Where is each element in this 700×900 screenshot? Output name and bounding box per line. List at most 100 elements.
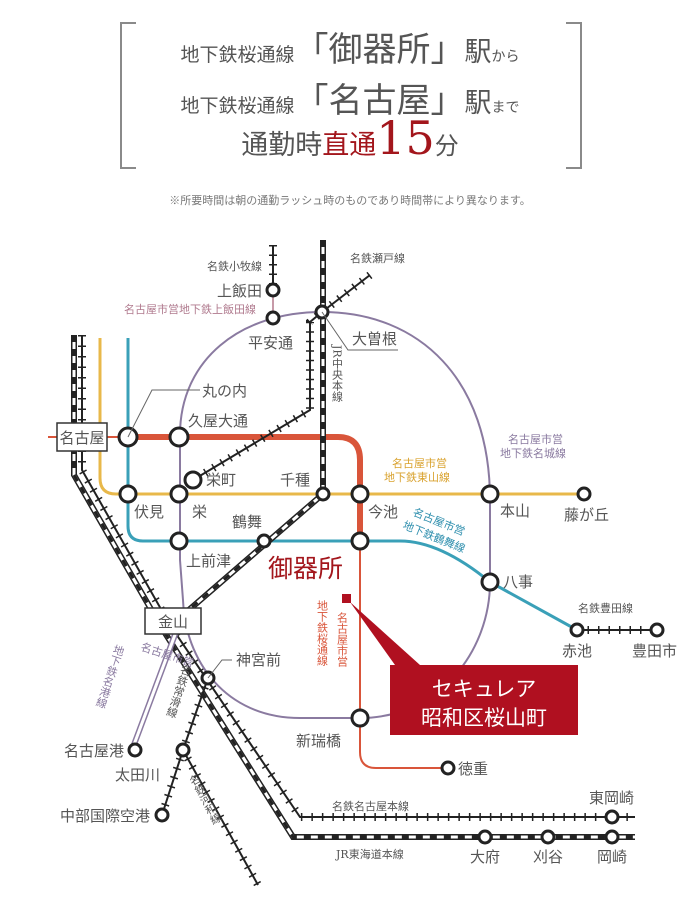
station-label-ozone: 大曽根 xyxy=(352,330,397,348)
station-label-heian-dori: 平安通 xyxy=(248,334,293,352)
station-chubu-airport xyxy=(154,807,170,823)
station-higashi-okazaki xyxy=(604,809,620,825)
station-label-motoyama: 本山 xyxy=(500,502,530,520)
nagoya-station-box xyxy=(56,422,108,452)
line-label-komaki: 名鉄小牧線 xyxy=(207,259,262,273)
line-label-chuo: JR中央本線 xyxy=(331,344,344,402)
line-label-meijo-2: 地下鉄名城線 xyxy=(500,446,566,460)
eki-text: 駅 xyxy=(464,37,492,68)
station-sakaemachi xyxy=(183,470,203,490)
station-label-chikusa: 千種 xyxy=(280,471,310,489)
station-label-imaike: 今池 xyxy=(368,503,398,521)
station-label-fushimi: 伏見 xyxy=(134,503,164,521)
station-otagawa xyxy=(175,742,191,758)
line-label-toyota: 名鉄豊田線 xyxy=(578,601,633,615)
station-motoyama xyxy=(480,484,500,504)
station-kamiiida xyxy=(265,282,281,298)
line-label-meitetsu-main: 名鉄名古屋本線 xyxy=(332,799,409,813)
from-text: から xyxy=(491,49,520,65)
station-label-sakaemachi: 栄町 xyxy=(206,471,236,489)
station-label-kariya: 刈谷 xyxy=(533,848,563,866)
jingumae-leader xyxy=(207,659,232,679)
station-kamimaezu xyxy=(169,531,189,551)
minutes-value: 15 xyxy=(376,111,435,165)
right-bracket xyxy=(566,22,582,169)
station-label-marunouchi: 丸の内 xyxy=(202,382,247,400)
station-label-kamiiida: 上飯田 xyxy=(217,282,262,300)
station-label-akaike: 赤池 xyxy=(562,642,592,660)
station-sakae xyxy=(169,484,189,504)
callout-pointer xyxy=(350,602,420,665)
station-fujigaoka xyxy=(576,486,592,502)
tsurumai-line xyxy=(126,338,578,632)
station-kariya xyxy=(540,829,556,845)
station-yagoto xyxy=(480,572,500,592)
line-label-meiko-2: 地下鉄名港線 xyxy=(93,643,126,710)
left-bracket xyxy=(120,22,136,169)
station-label-toyotashi: 豊田市 xyxy=(632,642,677,660)
sakuradori-line xyxy=(128,434,363,541)
meitetsu-kowa-line xyxy=(179,748,262,887)
callout-line-1: セキュレア xyxy=(432,677,537,701)
station-label-kanayama: 金山 xyxy=(158,613,188,631)
footnote: ※所要時間は朝の通勤ラッシュ時のものであり時間帯により異なります。 xyxy=(169,194,531,207)
sakuradori-line-south xyxy=(359,541,448,769)
station-label-tsurumai: 鶴舞 xyxy=(232,513,262,531)
line-label-higashiyama-1: 名古屋市営 xyxy=(392,456,447,470)
station-labels: 上飯田 平安通 大曽根 丸の内 久屋大通 栄町 千種 伏見 栄 今池 本山 藤が… xyxy=(60,282,677,866)
meiko-line xyxy=(129,630,179,752)
station-label-aratamabashi: 新瑞橋 xyxy=(296,732,341,750)
destination-station: 「名古屋」 xyxy=(294,81,465,121)
station-fushimi xyxy=(118,484,138,504)
jr-tokaido-line xyxy=(71,335,635,840)
station-label-tokushige: 徳重 xyxy=(458,760,488,778)
station-hisaya-odori xyxy=(168,426,190,448)
line-label-sakuradori-2: 地下鉄桜通線 xyxy=(316,600,329,666)
station-label-obu: 大府 xyxy=(470,848,500,866)
headline-line-3: 通勤時直通15分 xyxy=(0,115,700,162)
station-toyotashi xyxy=(649,622,665,638)
station-akaike xyxy=(569,622,585,638)
station-label-yagoto: 八事 xyxy=(503,573,533,591)
station-label-chubu-airport: 中部国際空港 xyxy=(60,807,150,825)
marunouchi-leader xyxy=(127,389,200,438)
callout-line-2: 昭和区桜山町 xyxy=(421,706,547,730)
station-label-fujigaoka: 藤が丘 xyxy=(564,506,609,524)
eki-text: 駅 xyxy=(464,88,492,119)
station-label-nagoyako: 名古屋港 xyxy=(64,742,124,760)
station-label-sakae: 栄 xyxy=(192,503,207,521)
minutes-unit: 分 xyxy=(434,132,459,160)
station-aratamabashi xyxy=(350,708,370,728)
line-label-kamiiida: 名古屋市営地下鉄上飯田線 xyxy=(124,302,256,316)
headline-line-2: 地下鉄桜通線「名古屋」駅まで xyxy=(0,73,700,122)
station-label-higashi-okazaki: 東岡崎 xyxy=(589,789,634,807)
line-label-kowa: 名鉄河和線 xyxy=(186,771,224,827)
line-label-meijo-1: 名古屋市営 xyxy=(508,432,563,446)
to-text: まで xyxy=(491,100,520,116)
station-imaike xyxy=(350,484,370,504)
headline-line-1: 地下鉄桜通線「御器所」駅から xyxy=(0,22,700,71)
origin-station: 「御器所」 xyxy=(294,30,465,70)
station-gokiso xyxy=(350,531,370,551)
meitetsu-seto-line xyxy=(190,271,373,484)
station-nagoyako xyxy=(127,742,143,758)
station-label-nagoya: 名古屋 xyxy=(59,429,104,447)
station-tokushige xyxy=(440,760,456,776)
line-label-higashiyama-2: 地下鉄東山線 xyxy=(384,470,450,484)
station-label-otagawa: 太田川 xyxy=(115,766,160,784)
line-name: 地下鉄桜通線 xyxy=(180,95,295,117)
station-heian-dori xyxy=(265,310,281,326)
station-label-kamimaezu: 上前津 xyxy=(186,552,231,570)
line-label-seto: 名鉄瀬戸線 xyxy=(350,251,405,265)
property-callout xyxy=(390,665,578,735)
line-label-tokoname: 名鉄常滑線 xyxy=(164,662,194,720)
station-label-okazaki: 岡崎 xyxy=(597,848,627,866)
direct-text: 直通 xyxy=(322,130,377,161)
kanayama-station-box xyxy=(144,607,202,635)
ozone-leader xyxy=(321,311,398,351)
station-tsurumai xyxy=(256,533,272,549)
line-label-sakuradori-1: 名古屋市営 xyxy=(336,611,349,668)
station-label-jingumae: 神宮前 xyxy=(236,651,281,669)
line-name: 地下鉄桜通線 xyxy=(180,44,295,66)
